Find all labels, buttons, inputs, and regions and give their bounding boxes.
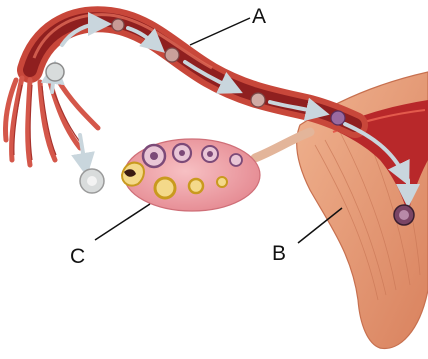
label-a: A [252, 6, 266, 27]
cell-icon [46, 63, 64, 81]
follicle-icon [179, 150, 185, 156]
cell-icon [251, 93, 265, 107]
follicle-icon [217, 177, 227, 187]
cell-icon [112, 19, 124, 31]
label-c: C [70, 246, 85, 267]
arrow-icon [80, 135, 85, 165]
cell-icon [331, 111, 345, 125]
cell-icon [87, 176, 97, 186]
follicle-icon [189, 179, 203, 193]
follicle-icon [207, 151, 213, 157]
cell-icon [399, 210, 409, 220]
label-b: B [272, 243, 286, 264]
cell-icon [165, 48, 179, 62]
follicle-icon [230, 154, 242, 166]
follicle-icon [150, 152, 158, 160]
follicle-icon [155, 178, 175, 198]
leader-line-c [95, 204, 150, 240]
leader-line-a [190, 18, 250, 45]
